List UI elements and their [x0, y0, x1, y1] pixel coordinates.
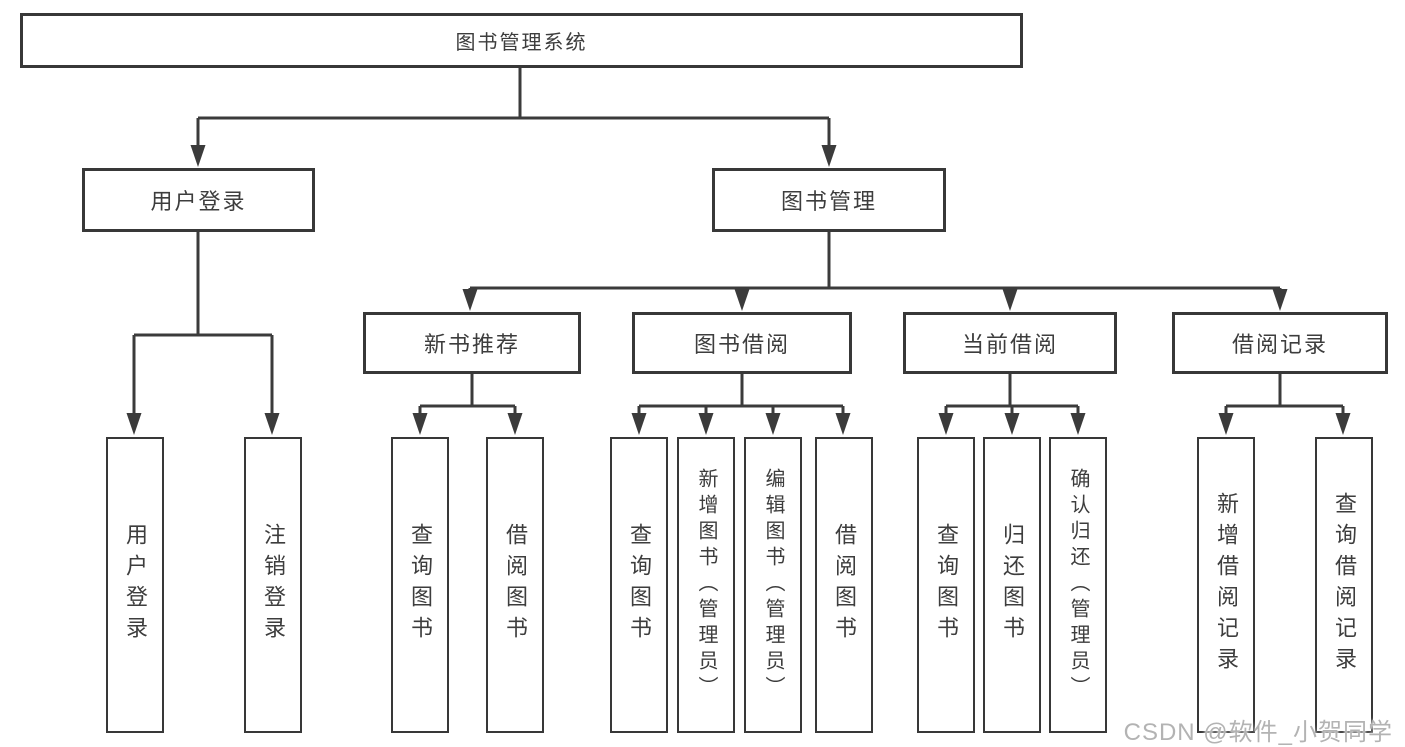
node-label: 借阅记录 — [1231, 332, 1328, 357]
leaf-borrow-books-recommend: 借阅图书 — [486, 437, 544, 733]
leaf-query-books-current: 查询图书 — [917, 437, 975, 733]
leaf-confirm-return-admin: 确认归还（管理员） — [1049, 437, 1107, 733]
node-new-book-recommendation: 新书推荐 — [363, 312, 581, 374]
node-library-management-system: 图书管理系统 — [20, 13, 1023, 68]
leaf-label: 新增借阅记录 — [1214, 492, 1239, 678]
leaf-label: 新增图书（管理员） — [695, 468, 717, 702]
node-label: 图书借阅 — [693, 332, 790, 357]
connector-userlogin-to-leaves — [132, 232, 274, 416]
connector-current-to-leaves — [944, 374, 1080, 416]
leaf-label: 归还图书 — [1000, 523, 1025, 647]
leaf-label: 注销登录 — [261, 523, 286, 647]
leaf-logout-login: 注销登录 — [244, 437, 302, 733]
node-label: 新书推荐 — [423, 332, 520, 357]
leaf-edit-book-admin: 编辑图书（管理员） — [744, 437, 802, 733]
leaf-add-borrow-record: 新增借阅记录 — [1197, 437, 1255, 733]
leaf-label: 查询借阅记录 — [1332, 492, 1357, 678]
arrowheads — [126, 145, 1351, 435]
leaf-label: 确认归还（管理员） — [1067, 468, 1089, 702]
leaf-label: 查询图书 — [408, 523, 433, 647]
leaf-label: 查询图书 — [627, 523, 652, 647]
csdn-watermark: CSDN @软件_小贺同学 — [1123, 719, 1393, 746]
node-label: 当前借阅 — [961, 332, 1058, 357]
node-label: 图书管理 — [780, 189, 877, 214]
connector-borrowing-to-leaves — [637, 374, 845, 416]
node-current-borrowing: 当前借阅 — [903, 312, 1117, 374]
leaf-label: 查询图书 — [934, 523, 959, 647]
connector-recommend-to-leaves — [418, 374, 517, 416]
leaf-label: 编辑图书（管理员） — [762, 468, 784, 702]
node-label: 图书管理系统 — [455, 32, 588, 54]
node-borrowing-records: 借阅记录 — [1172, 312, 1388, 374]
node-user-login: 用户登录 — [82, 168, 315, 232]
connector-root-to-level2 — [196, 68, 831, 148]
leaf-label: 借阅图书 — [832, 523, 857, 647]
leaf-user-login: 用户登录 — [106, 437, 164, 733]
leaf-label: 用户登录 — [123, 523, 148, 647]
node-book-management: 图书管理 — [712, 168, 946, 232]
leaf-query-books-borrowing: 查询图书 — [610, 437, 668, 733]
leaf-query-borrow-record: 查询借阅记录 — [1315, 437, 1373, 733]
connector-records-to-leaves — [1224, 374, 1345, 416]
leaf-label: 借阅图书 — [503, 523, 528, 647]
node-label: 用户登录 — [150, 189, 247, 214]
leaf-query-books-recommend: 查询图书 — [391, 437, 449, 733]
node-book-borrowing: 图书借阅 — [632, 312, 852, 374]
leaf-return-books: 归还图书 — [983, 437, 1041, 733]
leaf-borrow-books-borrowing: 借阅图书 — [815, 437, 873, 733]
leaf-add-book-admin: 新增图书（管理员） — [677, 437, 735, 733]
connector-bookmgmt-to-level3 — [468, 232, 1282, 293]
